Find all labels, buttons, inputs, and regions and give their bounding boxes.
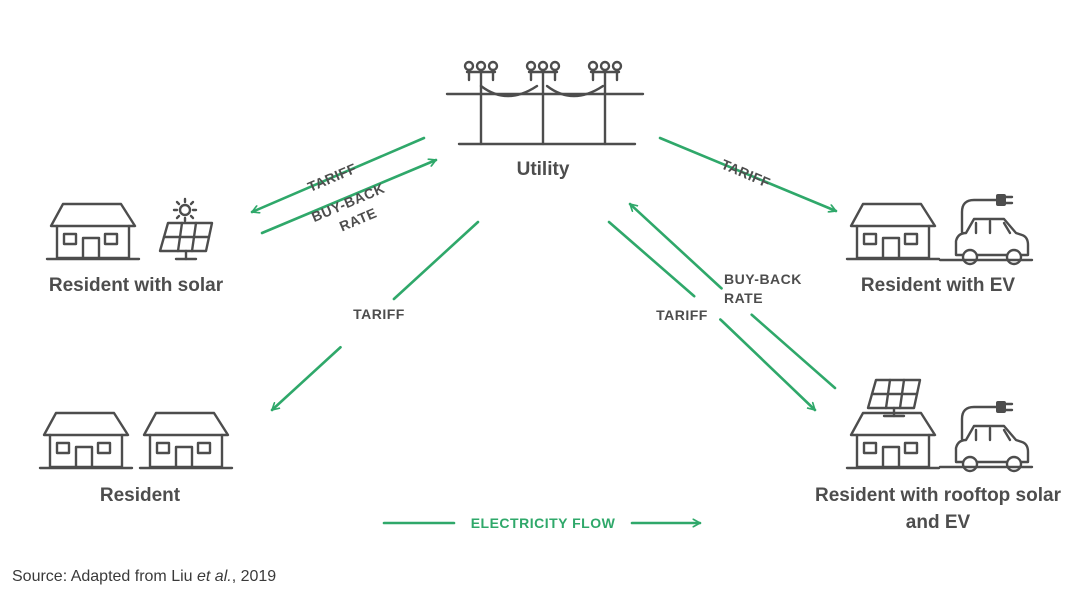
- resident-solar-ev-label-line2: and EV: [906, 512, 971, 533]
- house-icon: [845, 202, 941, 261]
- tariff-label-ev: TARIFF: [719, 156, 773, 191]
- buyback-label-solar-ev-line2: RATE: [724, 290, 763, 306]
- tariff-arrow-to-ev: [658, 136, 838, 211]
- resident-with-ev-label: Resident with EV: [861, 275, 1015, 296]
- house-icon: [45, 202, 141, 261]
- tariff-arrow-to-resident: [270, 220, 480, 412]
- source-suffix: , 2019: [231, 568, 277, 585]
- car-icon: [954, 424, 1030, 473]
- tariff-label-solar-ev: TARIFF: [656, 307, 708, 323]
- source-prefix: Source: Adapted from Liu: [12, 568, 197, 585]
- car-icon: [954, 217, 1030, 266]
- tariff-label-resident: TARIFF: [353, 306, 405, 322]
- tariff-arrow-to-solar: [250, 136, 426, 212]
- solar-panel-icon: [866, 378, 922, 418]
- tariff-label-solar: TARIFF: [305, 160, 359, 195]
- buyback-label-solar-ev-line1: BUY-BACK: [724, 271, 802, 287]
- buyback-arrow-from-solar: [260, 160, 438, 235]
- source-italic: et al.: [197, 568, 232, 585]
- house-icon: [845, 411, 941, 470]
- resident-with-solar-label: Resident with solar: [49, 275, 224, 296]
- tariff-arrow-to-solar-ev: [607, 220, 817, 412]
- power-line-icon: [445, 60, 645, 146]
- resident-label: Resident: [100, 485, 181, 506]
- sun-icon: [172, 197, 198, 223]
- house-icon: [138, 411, 234, 470]
- solar-panel-icon: [158, 221, 214, 261]
- source-note: Source: Adapted from Liu et al., 2019: [12, 568, 276, 586]
- electricity-flow-legend-label: ELECTRICITY FLOW: [471, 515, 616, 531]
- resident-solar-ev-label-line1: Resident with rooftop solar: [815, 485, 1062, 506]
- house-icon: [38, 411, 134, 470]
- utility-label: Utility: [517, 159, 570, 180]
- buyback-arrow-from-solar-ev: [628, 202, 837, 390]
